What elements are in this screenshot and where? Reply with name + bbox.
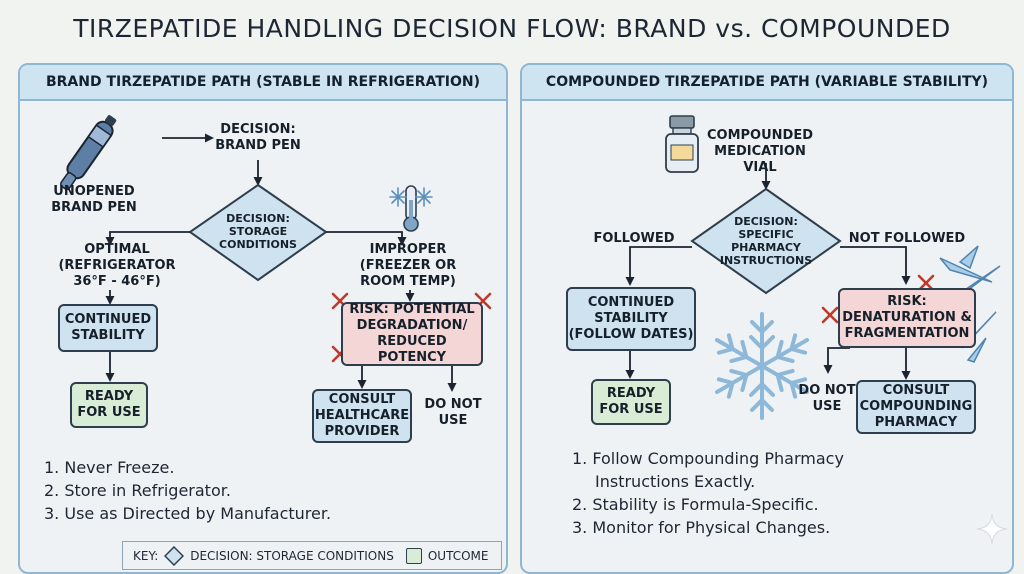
- ready-for-use-compounded-box: READY FOR USE: [591, 379, 671, 425]
- legend-key: KEY: DECISION: STORAGE CONDITIONS OUTCOM…: [122, 541, 502, 570]
- not-followed-label: NOT FOLLOWED: [848, 231, 966, 246]
- continued-stability-box: CONTINUED STABILITY: [58, 304, 158, 352]
- optimal-label: OPTIMAL (REFRIGERATOR 36°F - 46°F): [58, 242, 176, 289]
- vial-icon: [665, 115, 699, 173]
- compounded-panel-header: COMPOUNDED TIRZEPATIDE PATH (VARIABLE ST…: [522, 65, 1012, 101]
- pen-icon: [59, 115, 117, 191]
- followed-label: FOLLOWED: [593, 231, 675, 246]
- compounded-note-1-cont: Instructions Exactly.: [595, 472, 756, 491]
- compounded-notes: 1. Follow Compounding Pharmacy Instructi…: [572, 447, 844, 539]
- x-mark-icon: [821, 274, 935, 324]
- do-not-use-compounded-label: DO NOT USE: [798, 383, 856, 414]
- key-diamond-icon: [164, 545, 185, 566]
- arrow-to-risk-compounded: [840, 246, 911, 285]
- arrow-to-continued-compounded: [625, 246, 692, 286]
- snowflake-icon: [709, 312, 815, 420]
- thermometer-snowflake-icon: [389, 185, 433, 232]
- arrow-to-improper: [326, 231, 407, 246]
- page-title: TIRZEPATIDE HANDLING DECISION FLOW: BRAN…: [73, 14, 951, 43]
- pharmacy-diamond-label: DECISION: SPECIFIC PHARMACY INSTRUCTIONS: [719, 215, 813, 267]
- compounded-note-3: 3. Monitor for Physical Changes.: [572, 518, 831, 537]
- risk-degradation-box: RISK: POTENTIAL DEGRADATION/ REDUCED POT…: [341, 302, 483, 366]
- storage-decision-diamond: [188, 183, 328, 282]
- do-not-use-label: DO NOT USE: [424, 397, 482, 428]
- compounded-note-1: 1. Follow Compounding Pharmacy: [572, 449, 844, 468]
- brand-notes: 1. Never Freeze. 2. Store in Refrigerato…: [44, 456, 331, 525]
- compounded-vial-label: COMPOUNDED MEDICATION VIAL: [706, 128, 813, 175]
- consult-healthcare-box: CONSULT HEALTHCARE PROVIDER: [312, 389, 412, 443]
- pharmacy-decision-diamond: [690, 187, 842, 295]
- key-decision-label: DECISION: STORAGE CONDITIONS: [190, 548, 394, 563]
- ready-for-use-box: READY FOR USE: [70, 382, 148, 428]
- key-outcome-swatch: [405, 547, 422, 564]
- brand-note-1: 1. Never Freeze.: [44, 458, 175, 477]
- key-outcome-label: OUTCOME: [427, 548, 489, 563]
- risk-denaturation-box: RISK: DENATURATION & FRAGMENTATION: [838, 288, 976, 348]
- sparkle-icon: [976, 513, 1008, 545]
- consult-compounding-box: CONSULT COMPOUNDING PHARMACY: [856, 380, 976, 434]
- arrow-to-optimal: [105, 231, 190, 246]
- brand-note-3: 3. Use as Directed by Manufacturer.: [44, 504, 332, 523]
- unopened-pen-label: UNOPENED BRAND PEN: [51, 184, 137, 215]
- brand-note-2: 2. Store in Refrigerator.: [44, 481, 231, 500]
- arrow-to-do-not-use-compounded: [823, 347, 850, 374]
- storage-diamond-label: DECISION: STORAGE CONDITIONS: [219, 212, 297, 251]
- brand-panel-header: BRAND TIRZEPATIDE PATH (STABLE IN REFRIG…: [20, 65, 506, 101]
- key-label: KEY:: [133, 548, 159, 563]
- decision-brand-pen-label: DECISION: BRAND PEN: [215, 122, 301, 153]
- compounded-note-2: 2. Stability is Formula-Specific.: [572, 495, 819, 514]
- improper-label: IMPROPER (FREEZER OR ROOM TEMP): [359, 242, 457, 289]
- continued-stability-dates-box: CONTINUED STABILITY (FOLLOW DATES): [566, 287, 696, 351]
